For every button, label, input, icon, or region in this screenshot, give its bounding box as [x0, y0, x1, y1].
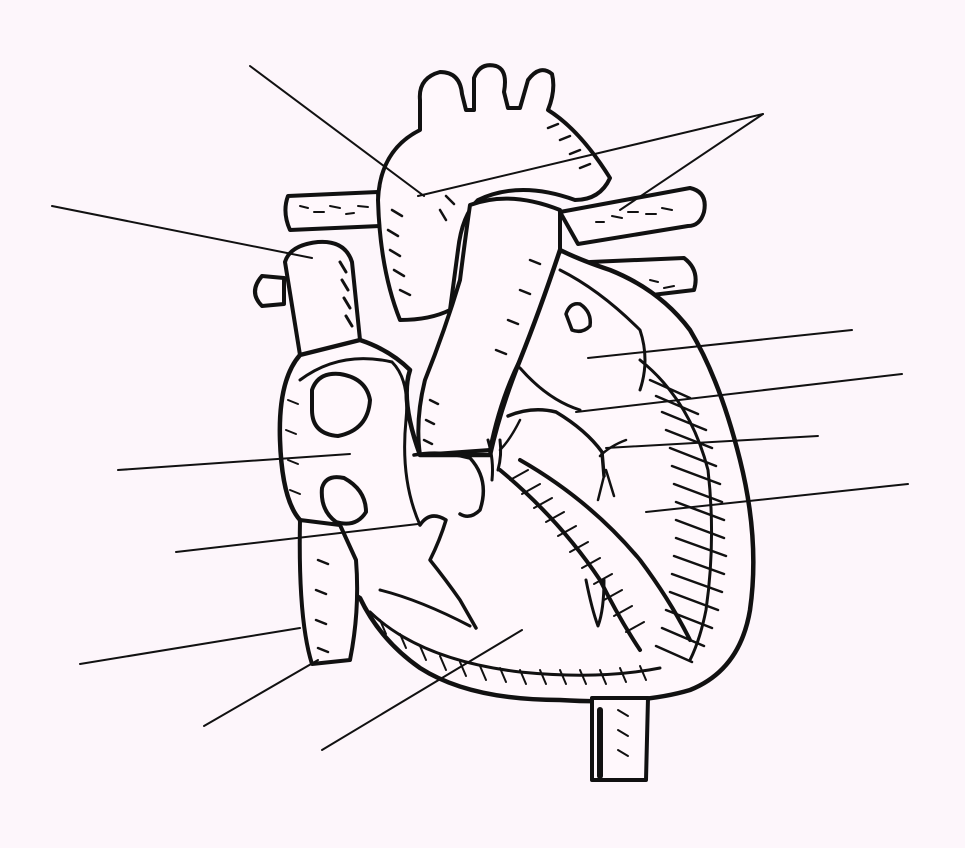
label-line-1: [250, 66, 424, 196]
descending-aorta: [592, 698, 648, 780]
label-line-12: [204, 660, 318, 726]
superior-vena-cava-opening: [312, 374, 370, 436]
inferior-vena-cava: [300, 520, 357, 664]
superior-vena-cava: [255, 242, 360, 355]
pulmonary-vein-opening: [566, 304, 590, 332]
label-line-11: [80, 628, 300, 664]
left-pulmonary-artery-stub: [285, 192, 380, 230]
label-line-4: [52, 206, 312, 258]
